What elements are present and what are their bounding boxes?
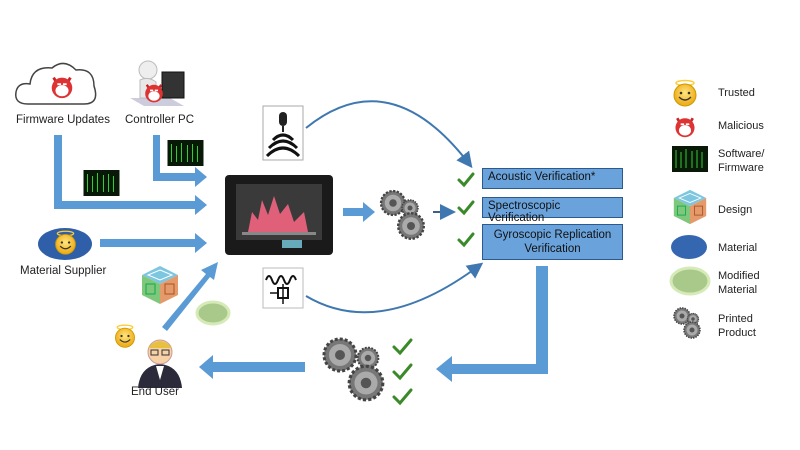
legend-malicious: Malicious bbox=[718, 120, 764, 132]
firmware-updates-label: Firmware Updates bbox=[16, 114, 110, 126]
legend-icons bbox=[669, 79, 711, 339]
controller-pc-label: Controller PC bbox=[125, 114, 195, 126]
printed-product-gears-icon bbox=[379, 189, 425, 241]
acoustic-verification-box: Acoustic Verification* bbox=[482, 168, 623, 189]
printed-product-gears-bottom-icon bbox=[322, 337, 385, 402]
material-arrow bbox=[100, 233, 207, 253]
gyroscopic-verification-box: Gyroscopic Replication Verification bbox=[482, 224, 623, 260]
trusted-user-icon bbox=[114, 324, 136, 348]
input-arrows bbox=[54, 135, 548, 382]
spectroscopic-verification-box: Spectroscopic Verification bbox=[482, 197, 623, 224]
malicious-cloud-icon bbox=[15, 62, 97, 105]
3d-printer-image bbox=[225, 175, 333, 255]
material-supplier-icon bbox=[38, 228, 92, 260]
angel-smiley-icon bbox=[673, 79, 697, 107]
microphone-sensor-icon bbox=[262, 105, 304, 161]
controller-arrow bbox=[153, 135, 207, 187]
user-to-printer-arrow bbox=[162, 262, 218, 331]
gyroscopic-curve-arrow bbox=[305, 262, 484, 314]
firmware-code-icon bbox=[83, 170, 120, 196]
legend-modified-material: Modified Material bbox=[718, 270, 760, 296]
product-to-user-arrow bbox=[199, 355, 305, 379]
legend-software-firmware: Software/ Firmware bbox=[718, 148, 765, 174]
printer-to-gears-arrow bbox=[343, 202, 375, 222]
end-user-icon bbox=[138, 339, 182, 388]
check-icons bbox=[392, 172, 475, 406]
design-cube-icon bbox=[673, 189, 707, 225]
controller-code-icon bbox=[167, 140, 204, 166]
design-cube-icon bbox=[141, 265, 179, 305]
verification-return-arrow bbox=[436, 266, 548, 382]
acoustic-curve-arrow bbox=[305, 100, 473, 169]
modified-material-icon bbox=[195, 300, 231, 326]
legend-trusted: Trusted bbox=[718, 87, 755, 99]
firmware-arrow bbox=[54, 135, 207, 215]
code-screen-icon bbox=[671, 146, 709, 172]
gyroscope-sensor-icon bbox=[262, 267, 304, 309]
green-material-icon bbox=[669, 266, 711, 296]
blue-material-icon bbox=[671, 235, 707, 259]
end-user-label: End User bbox=[131, 386, 179, 398]
legend-design: Design bbox=[718, 204, 753, 216]
legend-material: Material bbox=[718, 242, 758, 254]
material-supplier-label: Material Supplier bbox=[20, 265, 107, 277]
devil-icon bbox=[674, 116, 696, 139]
malicious-controller-pc-icon bbox=[130, 60, 185, 106]
legend-printed-product: Printed Product bbox=[718, 313, 756, 339]
gears-icon bbox=[673, 307, 701, 339]
